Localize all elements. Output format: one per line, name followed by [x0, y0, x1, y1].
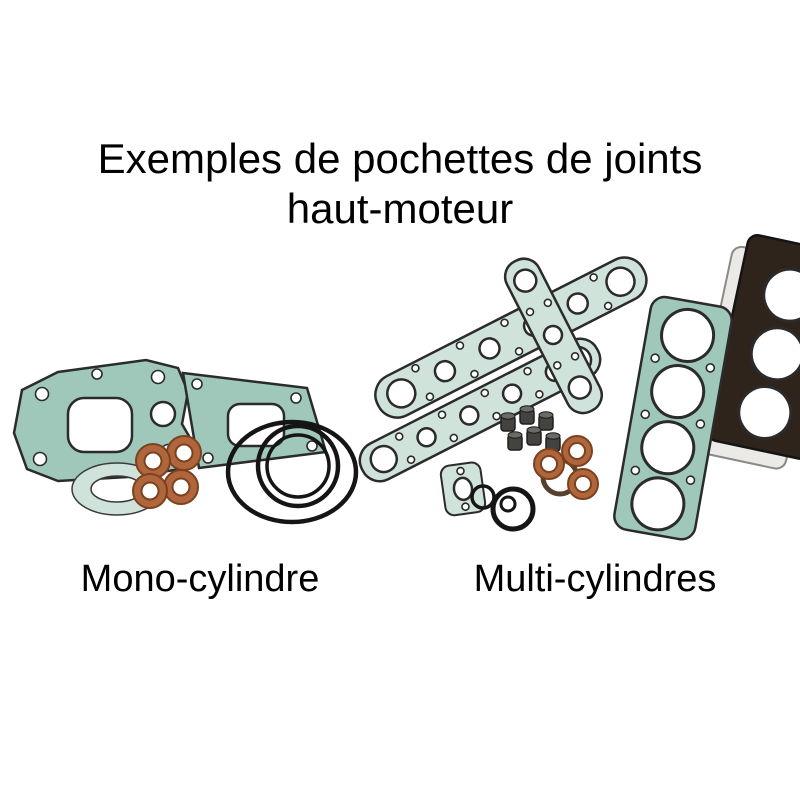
cam-cover-cross-gasket — [503, 257, 604, 415]
title-line-2: haut-moteur — [286, 185, 514, 232]
multi-copper-washers — [533, 435, 599, 500]
mono-cylinder-gasket-kit — [12, 358, 359, 525]
multi-head-gasket — [613, 295, 733, 541]
caption-mono-cylindre: Mono-cylindre — [80, 558, 320, 600]
mono-head-gasket — [181, 371, 328, 470]
page-title: Exemples de pochettes de joints haut-mot… — [0, 134, 800, 234]
valve-stem-seals — [500, 405, 561, 452]
mono-o-rings — [225, 419, 359, 525]
dark-head-gasket — [706, 234, 800, 460]
mono-copper-washers — [132, 435, 202, 509]
multi-cylinder-gasket-kit — [358, 234, 800, 541]
title-line-1: Exemples de pochettes de joints — [97, 135, 703, 182]
caption-multi-cylindres: Multi-cylindres — [473, 558, 717, 600]
multi-o-rings — [470, 484, 536, 532]
